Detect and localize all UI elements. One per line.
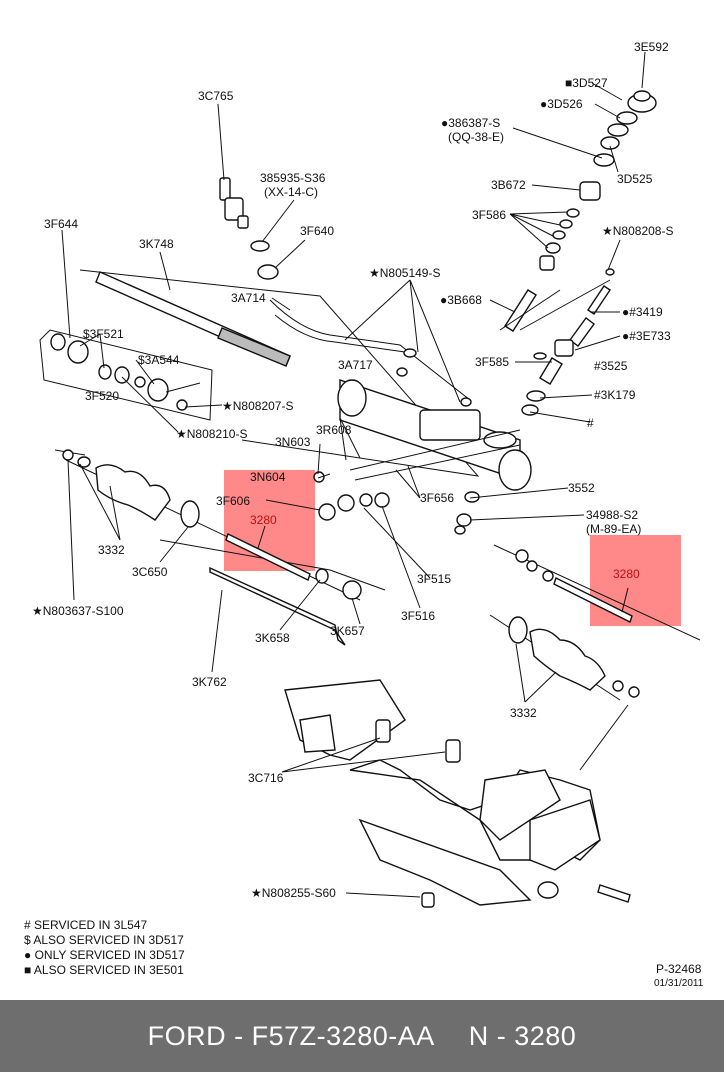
label-3A544: $3A544 bbox=[138, 353, 180, 367]
leader-lines bbox=[61, 51, 646, 898]
legend-item: ● ONLY SERVICED IN 3D517 bbox=[24, 948, 185, 962]
label-3332-left: 3332 bbox=[98, 543, 125, 557]
label-3F656: 3F656 bbox=[420, 491, 454, 505]
seal-kit bbox=[39, 329, 213, 421]
label-m-89-ea: (M-89-EA) bbox=[586, 522, 641, 536]
label-3C765: 3C765 bbox=[198, 89, 234, 103]
label-3280-right: 3280 bbox=[613, 567, 640, 581]
label-3525: #3525 bbox=[594, 359, 628, 373]
legend-item: $ ALSO SERVICED IN 3D517 bbox=[24, 933, 184, 947]
label-3C716: 3C716 bbox=[248, 771, 284, 785]
label-xx-14-c: (XX-14-C) bbox=[264, 185, 318, 199]
label-3F515: 3F515 bbox=[417, 572, 451, 586]
label-3419: ●#3419 bbox=[622, 305, 663, 319]
label-34988-S2: 34988-S2 bbox=[586, 508, 638, 522]
label-3E733: ●#3E733 bbox=[622, 329, 671, 343]
label-N805149-S: ★N805149-S bbox=[369, 266, 440, 280]
label-3K179: #3K179 bbox=[594, 388, 636, 402]
label-3F585: 3F585 bbox=[475, 355, 509, 369]
upper-right-parts bbox=[499, 90, 657, 771]
label-3E592: 3E592 bbox=[634, 40, 669, 54]
label-3K748: 3K748 bbox=[139, 237, 174, 251]
label-3C650: 3C650 bbox=[132, 565, 168, 579]
label-3B672: 3B672 bbox=[491, 178, 526, 192]
label-386387-S: ●386387-S bbox=[441, 116, 500, 130]
label-3F516: 3F516 bbox=[401, 609, 435, 623]
label-N808210-S: ★N808210-S bbox=[176, 427, 247, 441]
part-number-footer: FORD - F57Z-3280-AA N - 3280 bbox=[0, 1000, 724, 1072]
right-tie-rod-assembly bbox=[489, 544, 701, 701]
label-3D527: ■3D527 bbox=[565, 76, 608, 90]
label-3B668: ●3B668 bbox=[440, 293, 482, 307]
label-3F644: 3F644 bbox=[44, 217, 78, 231]
footer-part-number: FORD - F57Z-3280-AA bbox=[147, 1020, 435, 1051]
upper-left-parts bbox=[219, 177, 472, 407]
label-3280-left: 3280 bbox=[250, 513, 277, 527]
label-3K762: 3K762 bbox=[192, 675, 227, 689]
legend-item: # SERVICED IN 3L547 bbox=[24, 918, 148, 932]
label-N808208-S: ★N808208-S bbox=[602, 224, 673, 238]
label-3D526: ●3D526 bbox=[540, 97, 583, 111]
label-3A714: 3A714 bbox=[231, 291, 266, 305]
left-tie-rod-assembly bbox=[54, 449, 390, 646]
legend: # SERVICED IN 3L547 $ ALSO SERVICED IN 3… bbox=[24, 918, 185, 977]
steering-gear-exploded-diagram: 3E592 ■3D527 ●3D526 ●386387-S (QQ-38-E) … bbox=[24, 40, 704, 989]
reference-code: P-32468 bbox=[656, 962, 702, 976]
label-3552: 3552 bbox=[568, 481, 595, 495]
highlight-box-right bbox=[590, 535, 681, 626]
label-hash: # bbox=[587, 416, 594, 430]
reference-date: 01/31/2011 bbox=[654, 978, 704, 989]
label-3N604: 3N604 bbox=[250, 470, 286, 484]
label-3N603: 3N603 bbox=[275, 435, 311, 449]
footer-reference: N - 3280 bbox=[468, 1020, 577, 1051]
label-3K657: 3K657 bbox=[330, 624, 365, 638]
frame-crossmember bbox=[284, 679, 631, 908]
label-N803637-S100: ★N803637-S100 bbox=[32, 604, 124, 618]
label-3F520: 3F520 bbox=[85, 389, 119, 403]
part-labels: 3E592 ■3D527 ●3D526 ●386387-S (QQ-38-E) … bbox=[32, 40, 673, 900]
label-3A717: 3A717 bbox=[338, 358, 373, 372]
legend-item: ■ ALSO SERVICED IN 3E501 bbox=[24, 963, 184, 977]
label-3F586: 3F586 bbox=[472, 208, 506, 222]
label-3D525: 3D525 bbox=[617, 172, 653, 186]
label-3F521: $3F521 bbox=[83, 327, 124, 341]
label-3F606: 3F606 bbox=[216, 494, 250, 508]
label-N808255-S60: ★N808255-S60 bbox=[251, 886, 336, 900]
label-3R608: 3R608 bbox=[316, 423, 352, 437]
label-3F640: 3F640 bbox=[300, 224, 334, 238]
label-qq-38-e: (QQ-38-E) bbox=[448, 130, 504, 144]
label-N808207-S: ★N808207-S bbox=[222, 399, 293, 413]
label-3K658: 3K658 bbox=[255, 631, 290, 645]
label-3332-right: 3332 bbox=[510, 706, 537, 720]
label-385935-S36: 385935-S36 bbox=[260, 171, 326, 185]
